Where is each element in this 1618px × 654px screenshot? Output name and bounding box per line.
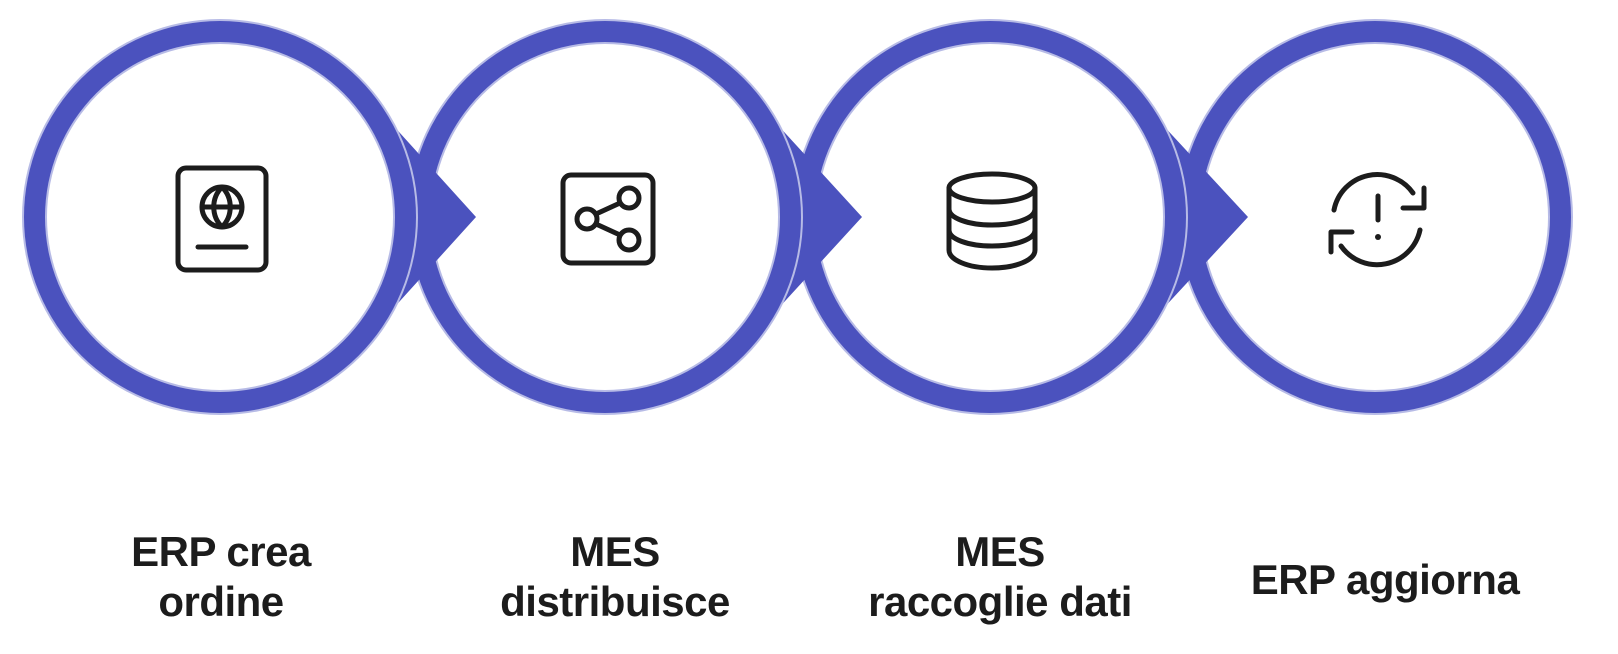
- step-3-label-line-2: raccoglie dati: [868, 578, 1132, 625]
- database-icon: [946, 171, 1038, 271]
- step-2-ring: [407, 19, 862, 415]
- step-4-label: ERP aggiorna: [1225, 555, 1545, 605]
- step-4-label-line-1: ERP aggiorna: [1250, 556, 1520, 603]
- step-3-label-line-1: MES: [955, 528, 1045, 575]
- passport-globe-icon: [175, 165, 269, 273]
- step-2-label: MES distribuisce: [455, 527, 775, 627]
- step-1-label-line-1: ERP crea: [131, 528, 311, 575]
- step-4-ring: [1177, 19, 1573, 415]
- share-nodes-icon: [560, 172, 656, 266]
- step-2-label-line-2: distribuisce: [500, 578, 730, 625]
- step-1-label: ERP crea ordine: [61, 527, 381, 627]
- step-1-label-line-2: ordine: [158, 578, 284, 625]
- step-3-label: MES raccoglie dati: [840, 527, 1160, 627]
- sync-alert-icon: [1328, 172, 1427, 268]
- step-3-ring: [792, 19, 1248, 415]
- step-1-ring: [22, 19, 476, 415]
- step-2-label-line-1: MES: [570, 528, 660, 575]
